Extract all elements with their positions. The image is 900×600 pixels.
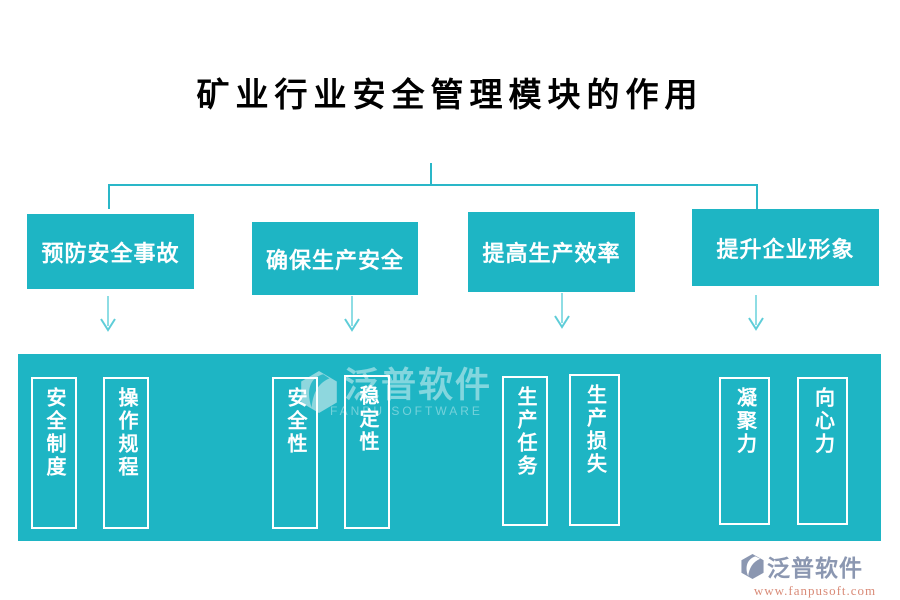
fanpu-logo-url: www.fanpusoft.com xyxy=(753,583,877,598)
watermark-hexagon-icon xyxy=(301,371,337,413)
item-box-centripetal-force: 向心力 xyxy=(797,377,848,525)
detail-band xyxy=(18,354,881,541)
branch-box-improve-efficiency: 提高生产效率 xyxy=(468,212,635,292)
down-arrow-icon xyxy=(344,296,360,332)
connector-left-drop-line xyxy=(108,184,110,209)
branch-box-prevent-accidents: 预防安全事故 xyxy=(27,214,194,289)
branch-box-ensure-safety: 确保生产安全 xyxy=(252,222,418,295)
watermark-name: 泛普软件 xyxy=(344,366,493,405)
item-box-operating-rules: 操作规程 xyxy=(103,377,149,529)
item-box-safety-system: 安全制度 xyxy=(31,377,77,529)
fanpu-logo: 泛普软件 www.fanpusoft.com xyxy=(740,549,890,599)
watermark-subname: FANPU SOFTWARE xyxy=(330,404,483,418)
item-box-safety: 安全性 xyxy=(272,377,318,529)
item-box-cohesion: 凝聚力 xyxy=(719,377,770,525)
item-box-production-tasks: 生产任务 xyxy=(502,376,548,526)
item-box-production-losses: 生产损失 xyxy=(569,374,620,526)
fanpu-logo-name: 泛普软件 xyxy=(767,556,863,581)
connector-stub-line xyxy=(430,163,432,185)
down-arrow-icon xyxy=(748,295,764,331)
down-arrow-icon xyxy=(100,296,116,332)
connector-horizontal-line xyxy=(108,184,758,186)
item-box-stability: 稳定性 xyxy=(344,375,390,529)
down-arrow-icon xyxy=(554,293,570,329)
page-title: 矿业行业安全管理模块的作用 xyxy=(196,78,704,114)
watermark: 泛普软件 FANPU SOFTWARE xyxy=(298,368,492,418)
fanpu-hexagon-icon xyxy=(741,553,764,579)
branch-box-enhance-image: 提升企业形象 xyxy=(692,209,879,286)
connector-right-drop-line xyxy=(756,184,758,209)
